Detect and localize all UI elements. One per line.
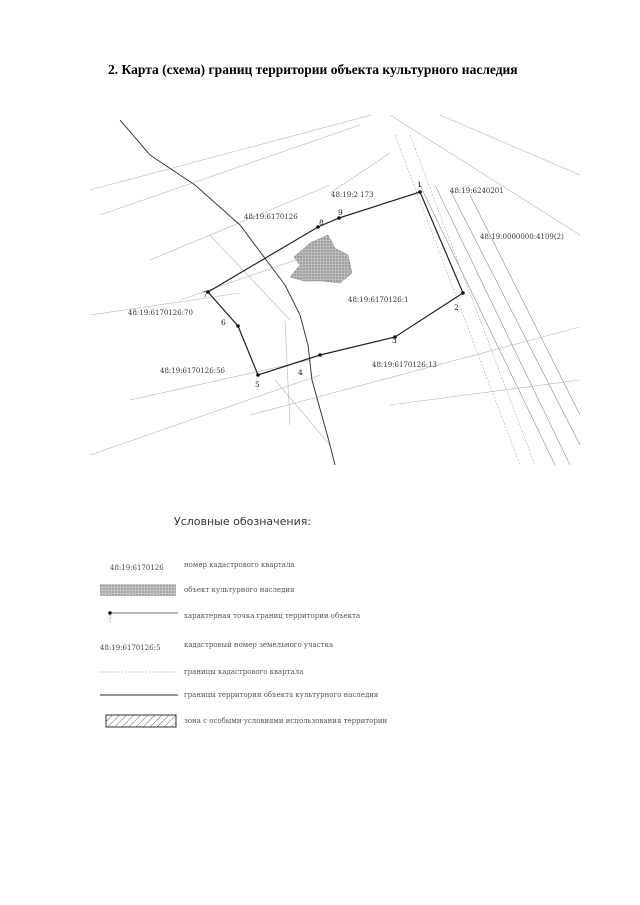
heritage-object xyxy=(289,234,353,284)
background-lines xyxy=(90,115,580,456)
legend-symbol: 48:19:6170126:5 xyxy=(100,637,180,653)
point-label-7: 7 xyxy=(203,290,208,299)
quarter-boundary xyxy=(119,119,336,466)
legend-symbol xyxy=(100,713,180,729)
parcel-label: 48:19:6170126:56 xyxy=(160,367,226,375)
point-label-5: 5 xyxy=(255,380,260,389)
point-labels: 1 2 3 4 5 6 7 8 9 xyxy=(203,180,459,389)
point-label-4: 4 xyxy=(298,368,303,377)
legend-item: 48:19:6170126 номер кадастрового квартал… xyxy=(100,557,560,573)
page-title: 2. Карта (схема) границ территории объек… xyxy=(108,62,518,77)
legend-item: 48:19:6170126:5 кадастровый номер земель… xyxy=(100,637,560,653)
legend-description: кадастровый номер земельного участка xyxy=(184,641,334,649)
legend-symbol: 48:19:6170126 xyxy=(100,557,180,573)
parcel-labels: 48:19:2 173 48:19:6170126 48:19:6240201 … xyxy=(128,187,564,375)
road-strip xyxy=(394,134,580,466)
boundary-points xyxy=(206,190,465,377)
parcel-label: 48:19:6170126:1 xyxy=(348,296,409,304)
parcel-label: 48:19:6170126:70 xyxy=(128,309,193,317)
point-label-1: 1 xyxy=(417,180,422,189)
legend-symbol-text: 48:19:6170126:5 xyxy=(100,644,161,652)
point-label-9: 9 xyxy=(338,208,343,217)
legend-item: характерная точка границ территории объе… xyxy=(100,608,560,624)
parcel-label: 48:19:2 173 xyxy=(331,191,374,199)
point-label-8: 8 xyxy=(319,218,324,227)
legend-description: объект культурного наследия xyxy=(184,586,295,594)
legend-item: зона с особыми условиями использования т… xyxy=(100,713,560,729)
legend-description: зона с особыми условиями использования т… xyxy=(184,717,388,725)
legend-symbol xyxy=(100,664,180,680)
legend-description: характерная точка границ территории объе… xyxy=(184,612,361,620)
legend-symbol-text: 48:19:6170126 xyxy=(110,564,164,572)
legend-item: границы территории объекта культурного н… xyxy=(100,687,560,703)
point-label-6: 6 xyxy=(221,318,226,327)
legend-symbol xyxy=(100,687,180,703)
legend-symbol xyxy=(100,582,180,598)
parcel-label: 48:19:6170126:13 xyxy=(372,361,437,369)
legend-item: объект культурного наследия xyxy=(100,582,560,598)
parcel-label: 48:19:0000000:4109(2) xyxy=(480,233,564,241)
cadastral-map: 1 2 3 4 5 6 7 8 9 48:19:2 173 48:19:6170… xyxy=(90,115,580,466)
heritage-boundary xyxy=(207,191,464,376)
point-label-2: 2 xyxy=(454,303,459,312)
parcel-label: 48:19:6170126 xyxy=(244,213,298,221)
legend-title: Условные обозначения: xyxy=(174,515,312,528)
legend-description: номер кадастрового квартала xyxy=(184,561,295,569)
legend-description: границы кадастрового квартала xyxy=(184,668,304,676)
legend-symbol xyxy=(100,608,180,624)
legend-description: границы территории объекта культурного н… xyxy=(184,691,379,699)
parcel-label: 48:19:6240201 xyxy=(450,187,504,195)
point-label-3: 3 xyxy=(392,336,397,345)
legend-item: границы кадастрового квартала xyxy=(100,664,560,680)
